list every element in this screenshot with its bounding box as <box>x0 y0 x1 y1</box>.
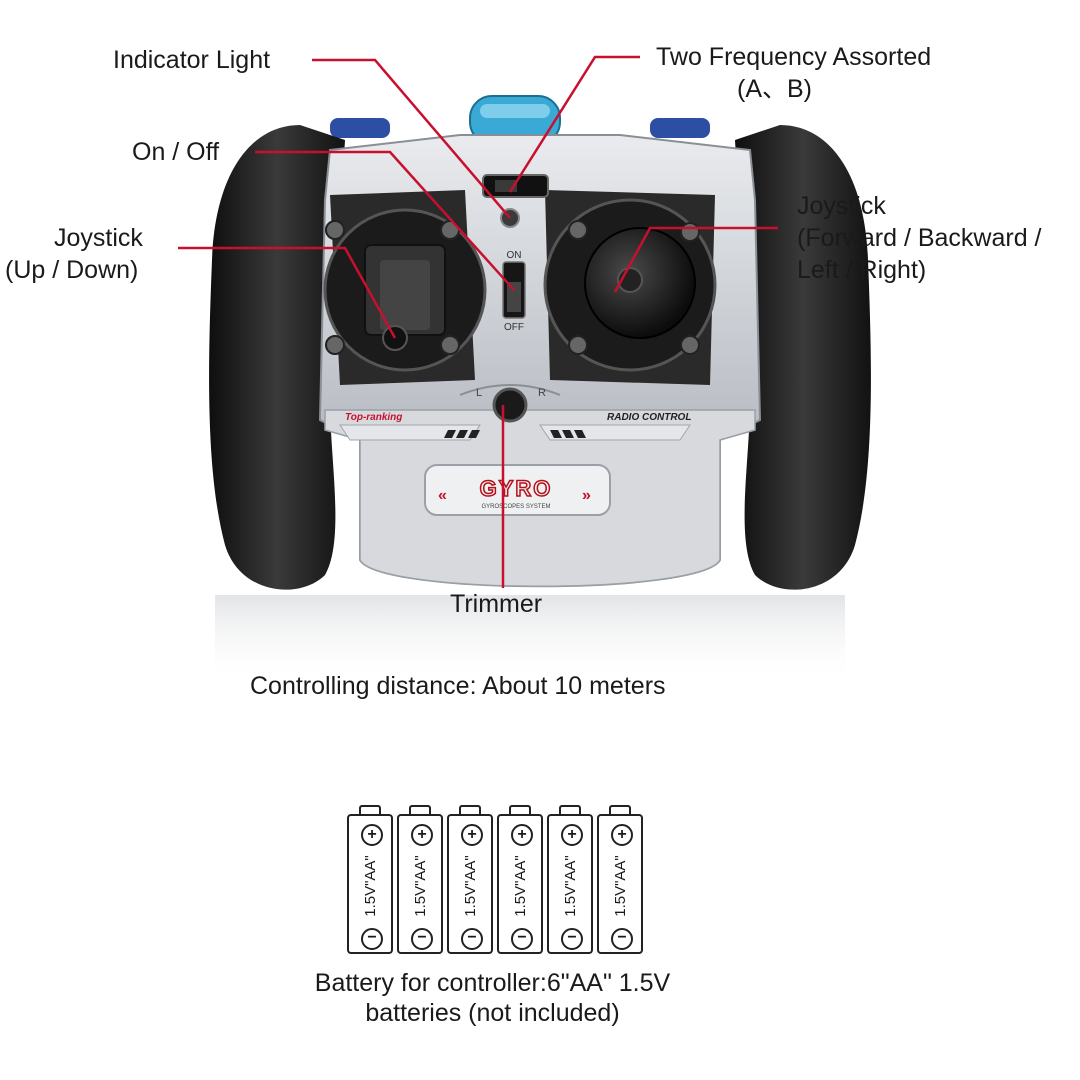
minus-icon: − <box>511 928 533 950</box>
trimmer-label: Trimmer <box>450 590 543 618</box>
battery-cell: + 1.5V"AA" − <box>545 805 595 955</box>
right-shoulder-button <box>650 118 710 138</box>
right-joystick-plate <box>543 190 717 385</box>
minus-icon: − <box>411 928 433 950</box>
battery-label: 1.5V"AA" <box>512 855 529 917</box>
battery-label: 1.5V"AA" <box>362 855 379 917</box>
right-joystick-sub-label-2: Left / Right) <box>797 256 927 284</box>
left-stripe-decal: Top-ranking <box>339 412 481 441</box>
indicator-light-label: Indicator Light <box>113 46 271 74</box>
left-joystick-sub-label: (Up / Down) <box>5 256 139 284</box>
switch-on-text: ON <box>507 250 522 261</box>
plus-icon: + <box>361 824 383 846</box>
gyro-badge: « » GYRO GYROSCOPES SYSTEM <box>424 464 611 516</box>
plus-icon: + <box>461 824 483 846</box>
right-stripe-decal: RADIO CONTROL <box>539 412 691 441</box>
minus-icon: − <box>361 928 383 950</box>
on-off-label: On / Off <box>132 138 220 166</box>
frequency-callout <box>508 55 640 193</box>
plus-icon: + <box>611 824 633 846</box>
battery-label: 1.5V"AA" <box>562 855 579 917</box>
battery-note-line-2: batteries (not included) <box>365 999 620 1027</box>
plus-icon: + <box>411 824 433 846</box>
minus-icon: − <box>611 928 633 950</box>
left-joystick-plate <box>323 190 487 385</box>
two-frequency-label: Two Frequency Assorted <box>656 43 932 71</box>
trim-right-text: R <box>538 387 546 399</box>
trim-left-text: L <box>476 387 482 399</box>
minus-icon: − <box>461 928 483 950</box>
plus-icon: + <box>561 824 583 846</box>
on-off-callout <box>255 150 515 291</box>
left-joystick-callout <box>178 246 397 339</box>
controlling-distance-label: Controlling distance: About 10 meters <box>250 672 666 700</box>
radio-control-text: RADIO CONTROL <box>607 412 691 423</box>
battery-label: 1.5V"AA" <box>412 855 429 917</box>
gyro-text: GYRO <box>480 476 553 501</box>
battery-group: + 1.5V"AA" − + 1.5V"AA" − + 1.5V"AA" − +… <box>345 805 645 955</box>
frequency-knob <box>469 95 561 145</box>
left-shoulder-button <box>330 118 390 138</box>
left-grip <box>209 125 345 590</box>
callout-lines <box>178 55 778 588</box>
svg-text:»: » <box>582 487 591 504</box>
switch-off-text: OFF <box>504 322 524 333</box>
battery-cell: + 1.5V"AA" − <box>395 805 445 955</box>
floor-reflection <box>215 595 845 685</box>
left-joystick-label: Joystick <box>54 224 143 252</box>
battery-cell: + 1.5V"AA" − <box>445 805 495 955</box>
svg-text:«: « <box>438 487 447 504</box>
two-frequency-sub-label: (A、B) <box>737 75 813 103</box>
battery-cell: + 1.5V"AA" − <box>345 805 395 955</box>
gyroscopes-system-text: GYROSCOPES SYSTEM <box>481 504 550 510</box>
battery-cell: + 1.5V"AA" − <box>495 805 545 955</box>
plus-icon: + <box>511 824 533 846</box>
minus-icon: − <box>561 928 583 950</box>
battery-cell: + 1.5V"AA" − <box>595 805 645 955</box>
top-ranking-text: Top-ranking <box>345 412 402 423</box>
right-joystick-sub-label-1: (Forward / Backward / <box>797 224 1042 252</box>
battery-note-line-1: Battery for controller:6"AA" 1.5V <box>314 969 671 997</box>
right-grip <box>735 125 871 590</box>
battery-label: 1.5V"AA" <box>462 855 479 917</box>
right-joystick-label: Joystick <box>797 192 886 220</box>
battery-label: 1.5V"AA" <box>612 855 629 917</box>
right-joystick-callout <box>613 226 778 293</box>
indicator-light-callout <box>312 58 511 219</box>
